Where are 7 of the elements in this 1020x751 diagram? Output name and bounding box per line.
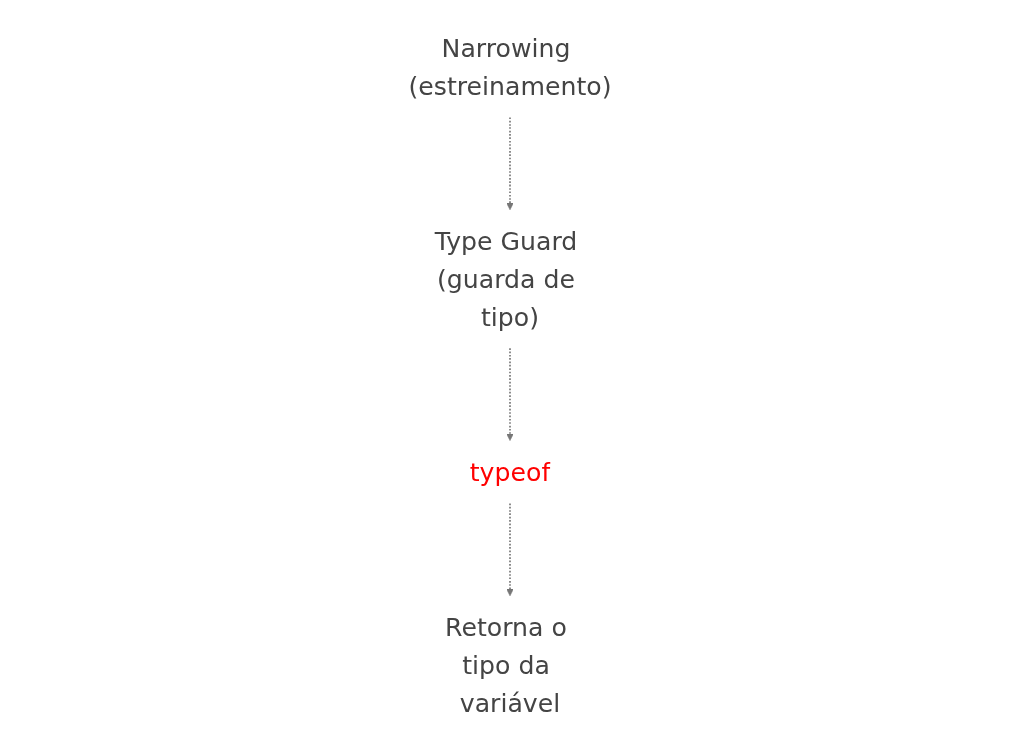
node-text: Retorna o tipo da variável bbox=[445, 612, 567, 718]
node-text: Narrowing (estreinamento) bbox=[408, 33, 612, 101]
node-text: typeof bbox=[469, 457, 551, 487]
arrow bbox=[506, 347, 514, 441]
arrow bbox=[506, 502, 514, 597]
arrow bbox=[506, 116, 514, 211]
node-text: Type Guard (guarda de tipo) bbox=[434, 226, 578, 332]
